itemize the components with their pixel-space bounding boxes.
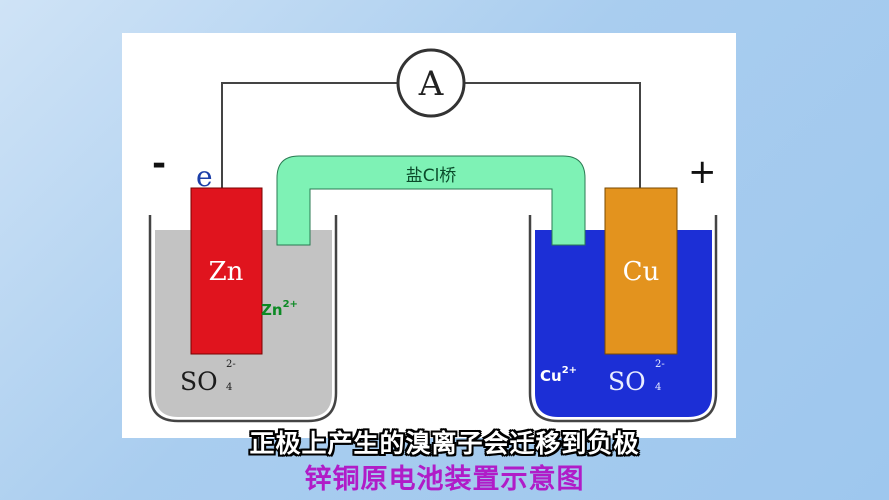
left-sulfate-charge: 2- <box>226 359 236 370</box>
video-subtitle: 正极上产生的溴离子会迁移到负极 <box>249 429 640 458</box>
left-sulfate-ion-label: SO <box>180 367 218 396</box>
zinc-ion-label: Zn2+ <box>261 299 298 319</box>
right-sulfate-subscript: 4 <box>655 382 661 393</box>
positive-terminal-sign: + <box>688 152 717 192</box>
zinc-electrode-label: Zn <box>209 257 244 287</box>
salt-bridge <box>276 155 586 246</box>
copper-ion-label: Cu2+ <box>540 365 577 385</box>
zinc-electrode <box>190 187 263 355</box>
right-sulfate-charge: 2- <box>655 359 665 370</box>
copper-electrode <box>604 187 678 355</box>
left-beaker <box>148 215 338 423</box>
diagram-caption: 锌铜原电池装置示意图 <box>304 464 585 495</box>
right-beaker <box>528 215 718 423</box>
right-sulfate-ion-label: SO <box>608 367 646 396</box>
electron-label: e <box>196 160 213 193</box>
ammeter-symbol: A <box>418 64 444 104</box>
ammeter: A <box>396 48 466 118</box>
diagram-slide: A - + e 盐Cl桥 Zn Cu Zn2+ SO 2- 4 Cu2+ SO … <box>122 33 736 438</box>
galvanic-cell-diagram: A - + e 盐Cl桥 Zn Cu Zn2+ SO 2- 4 Cu2+ SO … <box>148 48 718 423</box>
salt-bridge-label: 盐Cl桥 <box>406 166 457 186</box>
negative-terminal-sign: - <box>152 144 166 184</box>
ammeter-circle <box>396 48 466 118</box>
left-sulfate-subscript: 4 <box>226 382 232 393</box>
copper-electrode-label: Cu <box>623 257 660 287</box>
circuit-wire <box>221 82 641 188</box>
